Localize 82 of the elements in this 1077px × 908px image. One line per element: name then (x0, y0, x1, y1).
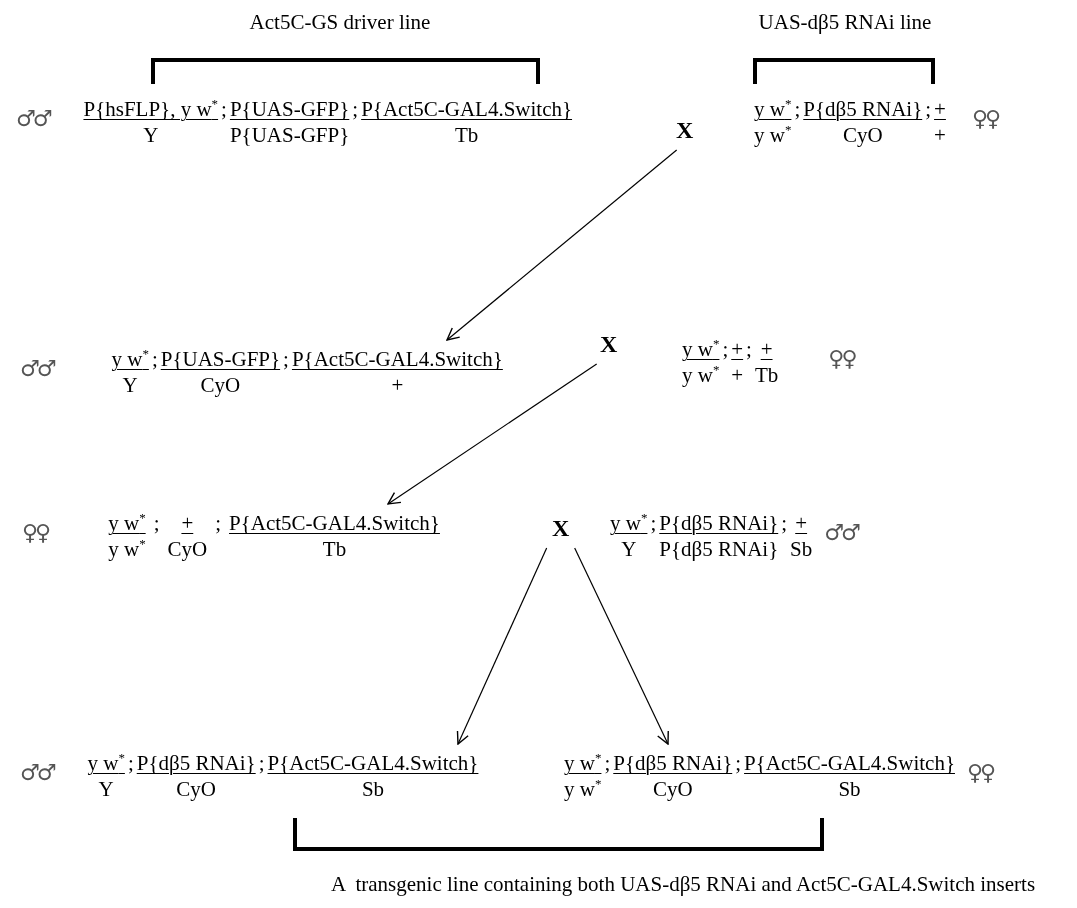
chromosome-top: P{hsFLP}, y w$^{*}$ (83, 96, 219, 123)
chromosome-top: P{UAS-GFP} (229, 96, 350, 123)
separator: ; (283, 346, 289, 373)
chromosome-bottom: Y (98, 776, 114, 803)
chromosome-top: + (795, 510, 808, 537)
chromosome-top: P{dβ5 RNAi} (659, 510, 779, 537)
chromosome-bottom: Tb (322, 536, 347, 563)
separator: ; (604, 750, 611, 777)
separator: ; (127, 750, 134, 777)
separator: ; (794, 96, 801, 123)
chromosome-top: P{dβ5 RNAi} (613, 750, 733, 777)
arrow (574, 547, 669, 745)
chromosome-bottom: P{UAS-GFP} (229, 122, 350, 149)
chromosome-top: + (760, 336, 773, 363)
separator: ; (151, 346, 158, 373)
chromosome-top: P{Act5C-GAL4.Switch} (361, 96, 573, 123)
chromosome-top: y w$^{*}$ (87, 750, 125, 777)
sex-symbol: ♂♂ (20, 762, 54, 784)
chromosome-bottom: Y (122, 372, 138, 399)
chromosome-top: y w$^{*}$ (610, 510, 648, 537)
separator: ; (215, 510, 222, 537)
chromosome-bottom: y w$^{*}$ (682, 362, 720, 389)
chromosome-top: P{Act5C-GAL4.Switch} (229, 510, 440, 537)
chromosome-top: + (731, 336, 744, 363)
chromosome-top: y w$^{*}$ (108, 510, 146, 537)
chromosome-top: P{UAS-GFP} (160, 346, 281, 373)
cross-symbol: X (550, 514, 572, 542)
sex-symbol: ♂♂ (824, 522, 858, 544)
sex-symbol: ♀♀ (971, 108, 999, 130)
chromosome-top: P{Act5C-GAL4.Switch} (744, 750, 955, 777)
sex-symbol: ♀♀ (828, 348, 855, 370)
chromosome-bottom: CyO (842, 122, 883, 149)
chromosome-bottom: Tb (454, 122, 479, 149)
cross-symbol: X (674, 116, 696, 144)
line-heading: UAS-dβ5 RNAi line (758, 10, 932, 35)
caption-text: A transgenic line containing both UAS-dβ5 RNAi and Act5C-GAL4.Switch inserts (330, 872, 1036, 897)
chromosome-bottom: Sb (790, 536, 813, 563)
chromosome-top: P{dβ5 RNAi} (803, 96, 923, 123)
cross-symbol: X (598, 330, 620, 358)
chromosome-top: + (934, 96, 946, 123)
chromosome-top: y w$^{*}$ (111, 346, 149, 373)
chromosome-bottom: Tb (754, 362, 779, 389)
chromosome-bottom: + (934, 122, 946, 149)
separator: ; (925, 96, 932, 123)
chromosome-bottom: CyO (167, 536, 208, 563)
separator: ; (735, 750, 742, 777)
separator: ; (258, 750, 265, 777)
chromosome-bottom: y w$^{*}$ (564, 776, 602, 803)
chromosome-bottom: Sb (361, 776, 385, 803)
chromosome-top: P{Act5C-GAL4.Switch} (267, 750, 479, 777)
separator: ; (781, 510, 788, 537)
chromosome-bottom: + (731, 362, 744, 389)
separator: ; (722, 336, 729, 363)
chromosome-top: P{Act5C-GAL4.Switch} (291, 346, 503, 373)
sex-symbol: ♀♀ (966, 762, 994, 784)
separator: ; (352, 96, 359, 123)
arrow (387, 363, 598, 505)
chromosome-bottom: CyO (652, 776, 693, 803)
sex-symbol: ♂♂ (20, 358, 54, 380)
chromosome-top: y w$^{*}$ (682, 336, 720, 363)
arrow (456, 547, 548, 745)
chromosome-bottom: + (391, 372, 404, 399)
separator: ; (221, 96, 227, 123)
chromosome-bottom: CyO (176, 776, 217, 803)
chromosome-top: y w$^{*}$ (564, 750, 602, 777)
chromosome-bottom: y w$^{*}$ (108, 536, 146, 563)
separator: ; (153, 510, 160, 537)
separator: ; (746, 336, 752, 363)
chromosome-bottom: Y (621, 536, 637, 563)
chromosome-top: P{dβ5 RNAi} (136, 750, 256, 777)
line-heading: Act5C-GS driver line (249, 10, 431, 35)
arrow (446, 149, 678, 341)
chromosome-bottom: Sb (838, 776, 861, 803)
separator: ; (650, 510, 657, 537)
chromosome-bottom: P{dβ5 RNAi} (659, 536, 779, 563)
chromosome-bottom: CyO (200, 372, 241, 399)
chromosome-top: y w$^{*}$ (754, 96, 792, 123)
chromosome-bottom: Y (143, 122, 159, 149)
sex-symbol: ♀♀ (22, 522, 49, 544)
sex-symbol: ♂♂ (16, 108, 50, 130)
chromosome-top: + (181, 510, 194, 537)
chromosome-bottom: y w$^{*}$ (754, 122, 792, 149)
